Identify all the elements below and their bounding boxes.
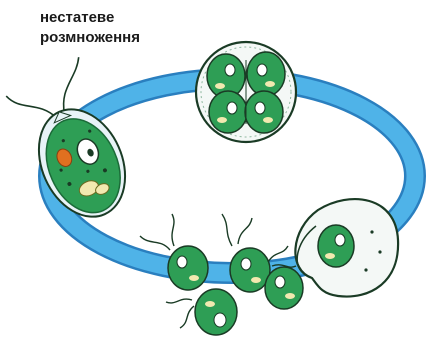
daughter-cell [318, 225, 354, 267]
title-line-1: нестатеве [40, 8, 190, 28]
diagram-title: нестатеве розмноження [40, 8, 190, 48]
title-line-2: розмноження [40, 28, 190, 48]
daughter-cell [245, 91, 283, 133]
daughter-cell [209, 91, 247, 133]
daughter-cell [247, 52, 285, 96]
dividing-cyst [196, 42, 296, 142]
